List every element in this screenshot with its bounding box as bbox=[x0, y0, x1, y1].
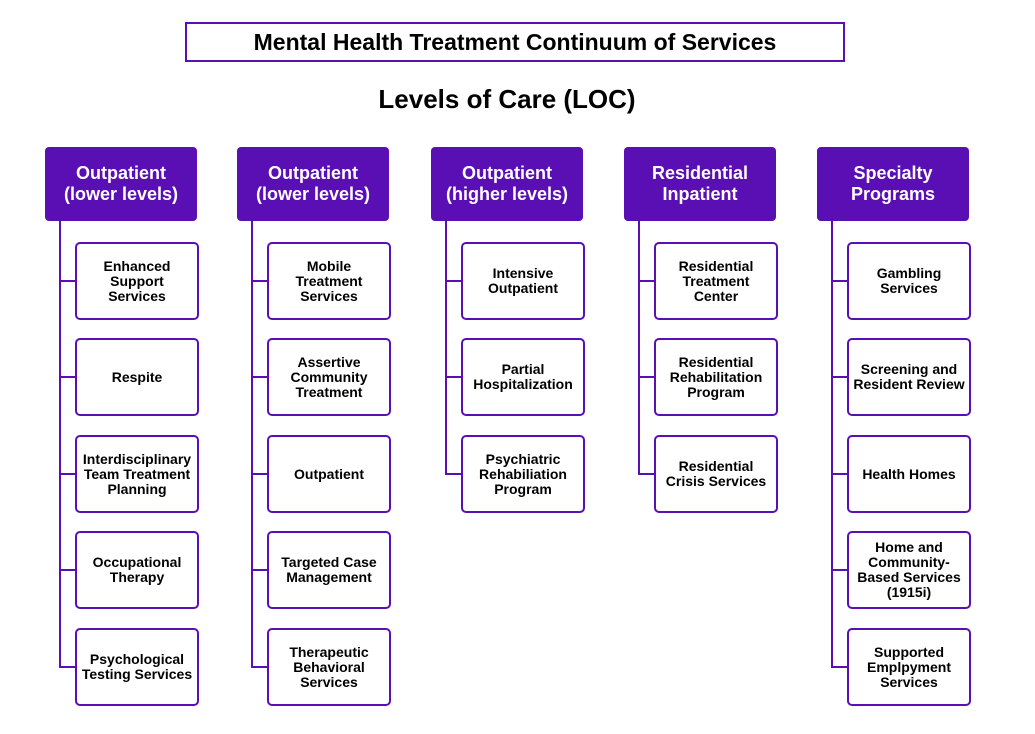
service-box: Residential Crisis Services bbox=[654, 435, 778, 513]
service-box: Partial Hospitalization bbox=[461, 338, 585, 416]
connector-horizontal bbox=[445, 376, 461, 378]
service-box: Psychiatric Rehabiliation Program bbox=[461, 435, 585, 513]
connector-horizontal bbox=[831, 280, 847, 282]
service-box: Occupational Therapy bbox=[75, 531, 199, 609]
service-box: Intensive Outpatient bbox=[461, 242, 585, 320]
service-box: Respite bbox=[75, 338, 199, 416]
column-header: Outpatient (higher levels) bbox=[431, 147, 583, 221]
service-box: Therapeutic Behavioral Services bbox=[267, 628, 391, 706]
service-box: Home and Community-Based Services (1915i… bbox=[847, 531, 971, 609]
service-box: Residential Rehabilitation Program bbox=[654, 338, 778, 416]
service-box: Psychological Testing Services bbox=[75, 628, 199, 706]
service-box: Screening and Resident Review bbox=[847, 338, 971, 416]
connector-horizontal bbox=[251, 569, 267, 571]
connector-horizontal bbox=[445, 473, 461, 475]
connector-horizontal bbox=[59, 280, 75, 282]
connector-horizontal bbox=[638, 280, 654, 282]
service-box: Mobile Treatment Services bbox=[267, 242, 391, 320]
connector-horizontal bbox=[59, 569, 75, 571]
service-box: Health Homes bbox=[847, 435, 971, 513]
column-header: Residential Inpatient bbox=[624, 147, 776, 221]
connector-horizontal bbox=[831, 666, 847, 668]
connector-vertical bbox=[638, 221, 640, 475]
connector-horizontal bbox=[831, 376, 847, 378]
connector-vertical bbox=[251, 221, 253, 668]
connector-horizontal bbox=[59, 666, 75, 668]
connector-horizontal bbox=[831, 569, 847, 571]
connector-vertical bbox=[831, 221, 833, 668]
service-box: Targeted Case Management bbox=[267, 531, 391, 609]
connector-horizontal bbox=[59, 376, 75, 378]
diagram-subtitle: Levels of Care (LOC) bbox=[378, 84, 636, 114]
diagram-title: Mental Health Treatment Continuum of Ser… bbox=[253, 28, 777, 55]
connector-horizontal bbox=[638, 376, 654, 378]
connector-horizontal bbox=[638, 473, 654, 475]
connector-horizontal bbox=[251, 666, 267, 668]
connector-vertical bbox=[445, 221, 447, 475]
service-box: Outpatient bbox=[267, 435, 391, 513]
connector-horizontal bbox=[251, 280, 267, 282]
connector-horizontal bbox=[831, 473, 847, 475]
service-box: Assertive Community Treatment bbox=[267, 338, 391, 416]
column-header: Outpatient (lower levels) bbox=[45, 147, 197, 221]
column-header: Specialty Programs bbox=[817, 147, 969, 221]
connector-horizontal bbox=[251, 376, 267, 378]
service-box: Enhanced Support Services bbox=[75, 242, 199, 320]
service-box: Interdisciplinary Team Treatment Plannin… bbox=[75, 435, 199, 513]
service-box: Residential Treatment Center bbox=[654, 242, 778, 320]
service-box: Gambling Services bbox=[847, 242, 971, 320]
connector-vertical bbox=[59, 221, 61, 668]
diagram-title-box: Mental Health Treatment Continuum of Ser… bbox=[185, 22, 845, 62]
connector-horizontal bbox=[445, 280, 461, 282]
connector-horizontal bbox=[251, 473, 267, 475]
column-header: Outpatient (lower levels) bbox=[237, 147, 389, 221]
connector-horizontal bbox=[59, 473, 75, 475]
service-box: Supported Emplpyment Services bbox=[847, 628, 971, 706]
